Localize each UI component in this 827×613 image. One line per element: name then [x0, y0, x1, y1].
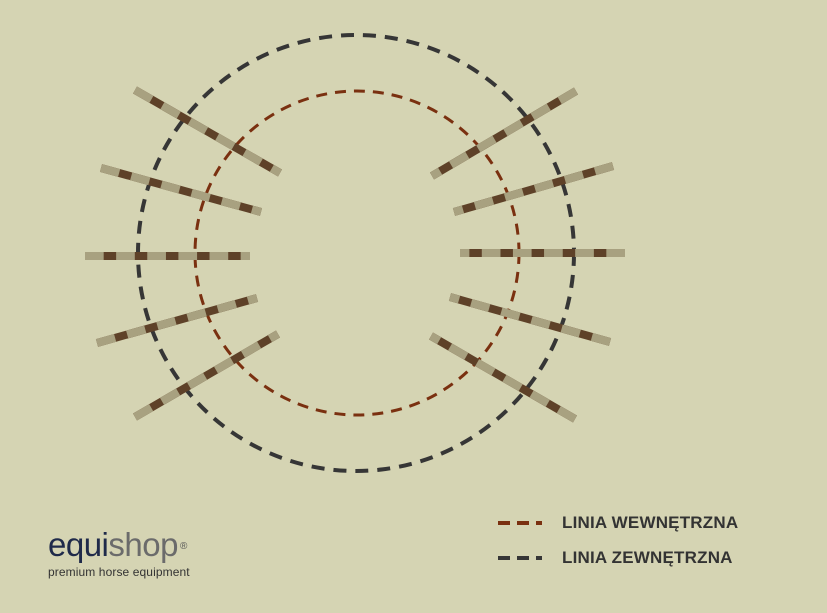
legend-item-inner: LINIA WEWNĘTRZNA	[498, 512, 738, 534]
equishop-logo: equishop® premium horse equipment	[48, 528, 190, 579]
outer-line-swatch	[498, 556, 542, 560]
pole-left-4	[95, 294, 259, 347]
pole-left-5	[132, 330, 281, 421]
logo-tagline: premium horse equipment	[48, 565, 190, 579]
pole-left-1	[133, 86, 282, 177]
logo-brand-part1: equi	[48, 526, 109, 563]
legend-label-outer: LINIA ZEWNĘTRZNA	[562, 548, 733, 567]
pole-right-4	[448, 293, 612, 346]
legend-item-outer: LINIA ZEWNĘTRZNA	[498, 547, 738, 569]
legend-label-inner: LINIA WEWNĘTRZNA	[562, 513, 739, 532]
pole-left-2	[99, 164, 263, 216]
poles-group	[85, 86, 625, 423]
inner-line-swatch	[498, 521, 542, 525]
pole-right-1	[429, 87, 579, 180]
logo-wordmark: equishop®	[48, 528, 190, 561]
pole-right-5	[429, 332, 577, 423]
legend: LINIA WEWNĘTRZNA LINIA ZEWNĘTRZNA	[498, 512, 738, 582]
registered-mark: ®	[179, 541, 187, 552]
pole-right-2	[452, 162, 615, 216]
logo-brand-part2: shop	[108, 526, 178, 563]
